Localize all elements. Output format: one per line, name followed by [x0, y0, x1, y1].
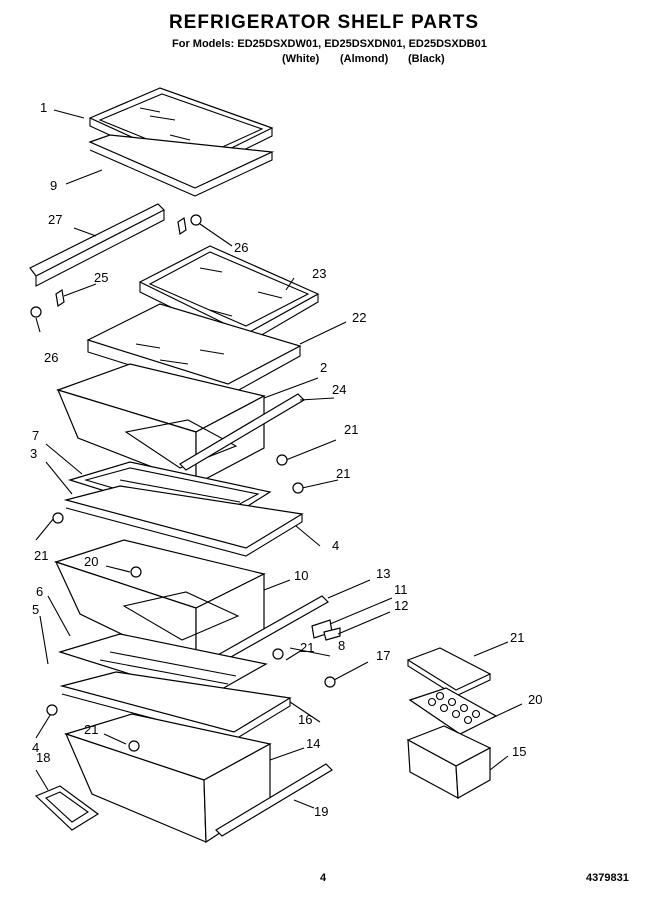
page-title: REFRIGERATOR SHELF PARTS: [168, 12, 480, 33]
callout-number: 3: [30, 446, 37, 461]
callout-number: 21: [34, 548, 48, 563]
callout-number: 8: [338, 638, 345, 653]
callout-number: 2: [320, 360, 327, 375]
callout-number: 1: [40, 100, 47, 115]
callout-number: 9: [50, 178, 57, 193]
callout-number: 16: [298, 712, 312, 727]
color-black-label: (Black): [408, 53, 445, 65]
callout-number: 4: [332, 538, 339, 553]
callout-number: 17: [376, 648, 390, 663]
part-16-egg-tray: [408, 687, 498, 735]
callout-number: 21: [300, 640, 314, 655]
part-20-screws: [128, 566, 142, 752]
part-18-label: [34, 785, 100, 831]
part-3-cover-frame: [63, 485, 304, 557]
part-21-screws: [46, 454, 336, 716]
color-almond-label: (Almond): [340, 53, 389, 65]
part-14-meat-pan: [64, 713, 272, 844]
color-white-label: (White): [282, 53, 320, 65]
model-list: For Models: ED25DSXDW01, ED25DSXDN01, ED…: [172, 38, 487, 50]
part-19-rod: [215, 763, 333, 837]
callout-number: 19: [314, 804, 328, 819]
callout-number: 12: [394, 598, 408, 613]
callout-number: 6: [36, 584, 43, 599]
callout-number: 11: [394, 582, 408, 597]
leader-lines: [35, 109, 523, 809]
callout-number: 26: [234, 240, 248, 255]
callout-number: 14: [306, 736, 320, 751]
part-25-clip: [55, 216, 187, 308]
callout-number: 21: [336, 466, 350, 481]
part-17-egg-cover: [406, 647, 492, 697]
callout-number: 21: [344, 422, 358, 437]
callout-number: 21: [510, 630, 524, 645]
part-23-glass-shelf: [138, 245, 320, 345]
callout-number: 13: [376, 566, 390, 581]
callout-number: 18: [36, 750, 50, 765]
part-15-egg-bin: [406, 725, 492, 800]
callout-number: 15: [512, 744, 526, 759]
callout-number: 22: [352, 310, 366, 325]
part-12-bracket: [323, 627, 341, 641]
callout-number: 4: [32, 740, 39, 755]
document-number: 4379831: [586, 872, 629, 884]
part-9-shelf-frame: [88, 134, 275, 197]
callout-number: 23: [312, 266, 326, 281]
callout-number: 10: [294, 568, 308, 583]
part-26-screw: [30, 214, 202, 318]
callout-number: 27: [48, 212, 62, 227]
callout-number: 5: [32, 602, 39, 617]
part-27-rail: [29, 203, 166, 287]
callout-number: 7: [32, 428, 39, 443]
callout-number: 20: [528, 692, 542, 707]
callout-number: 26: [44, 350, 58, 365]
callout-number: 21: [84, 722, 98, 737]
page-number: 4: [320, 872, 327, 884]
part-2-crisper-pan: [56, 363, 266, 485]
callout-number: 25: [94, 270, 108, 285]
callout-number: 20: [84, 554, 98, 569]
callout-number: 24: [332, 382, 346, 397]
